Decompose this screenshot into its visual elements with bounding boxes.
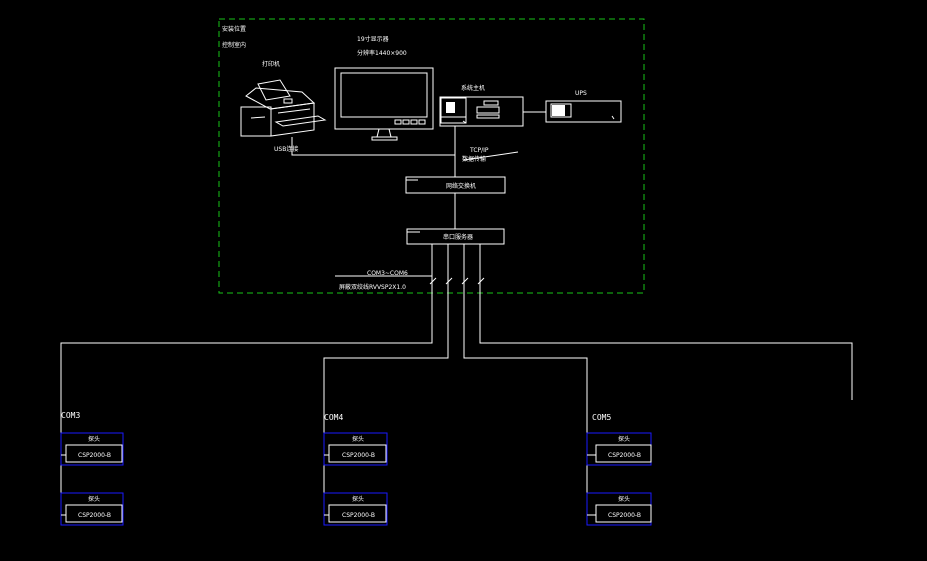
sensor-device: 探头 CSP2000-B [60, 492, 124, 526]
sensor-model: CSP2000-B [608, 452, 641, 459]
com5-label: COM5 [592, 413, 611, 422]
sensor-model: CSP2000-B [342, 452, 375, 459]
sensor-device: 探头 CSP2000-B [323, 432, 388, 466]
device-group-com5: COM5 探头 CSP2000-B 探头 CSP2000-B [586, 413, 652, 526]
sensor-device: 探头 CSP2000-B [586, 492, 652, 526]
usb-label: USB连接 [274, 145, 298, 153]
sensor-title: 探头 [352, 495, 364, 503]
host-computer-icon [439, 96, 524, 127]
switch-label: 网络交换机 [446, 182, 476, 190]
tcp-label: TCP/IP [469, 147, 489, 154]
sensor-model: CSP2000-B [342, 512, 375, 519]
sensor-device: 探头 CSP2000-B [60, 432, 124, 466]
network-switch-box [405, 176, 506, 194]
ports-label: COM3~COM6 [367, 270, 408, 277]
sensor-model: CSP2000-B [78, 452, 111, 459]
monitor-label-line1: 19寸显示器 [357, 35, 389, 43]
sensor-title: 探头 [618, 495, 630, 503]
printer-icon [240, 79, 327, 137]
serial-server-box [406, 228, 505, 245]
room-connections [291, 111, 546, 277]
com4-label: COM4 [324, 413, 343, 422]
monitor-icon [334, 67, 434, 141]
device-group-com4: COM4 探头 CSP2000-B 探头 CSP2000-B [323, 413, 388, 526]
room-label-line2: 控制室内 [222, 41, 246, 49]
bus-lines [60, 244, 853, 455]
sensor-model: CSP2000-B [608, 512, 641, 519]
printer-label: 打印机 [262, 60, 280, 68]
sensor-title: 探头 [88, 435, 100, 443]
sensor-title: 探头 [618, 435, 630, 443]
sensor-device: 探头 CSP2000-B [586, 432, 652, 466]
sensor-device: 探头 CSP2000-B [323, 492, 388, 526]
room-label-line1: 安装位置 [222, 25, 246, 33]
ups-label: UPS [575, 90, 587, 97]
device-group-com3: COM3 探头 CSP2000-B 探头 CSP2000-B [60, 411, 124, 526]
cable-label: 屏蔽双绞线RVVSP2X1.0 [339, 283, 406, 291]
sensor-title: 探头 [352, 435, 364, 443]
monitor-label-line2: 分辨率1440×900 [357, 49, 407, 57]
serial-server-label: 串口服务器 [443, 233, 473, 241]
ups-icon [545, 100, 622, 123]
sensor-title: 探头 [88, 495, 100, 503]
tcp-sublabel: 数据传输 [462, 155, 486, 163]
com3-label: COM3 [61, 411, 80, 420]
host-label: 系统主机 [461, 84, 485, 92]
sensor-model: CSP2000-B [78, 512, 111, 519]
